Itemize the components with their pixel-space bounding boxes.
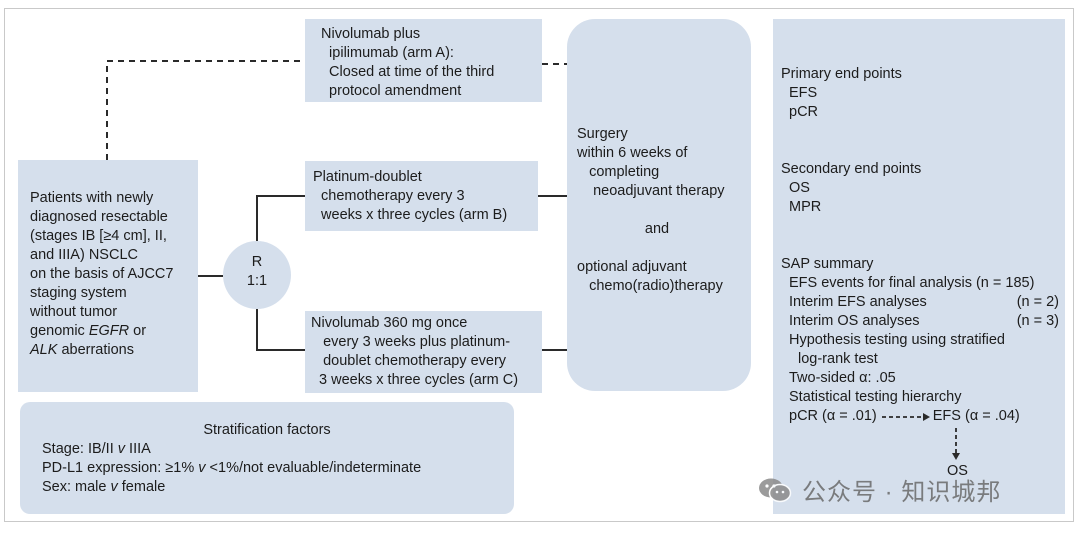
primary-endpoints-title: Primary end points <box>781 66 902 82</box>
arm-b-line: weeks x three cycles (arm B) <box>313 207 508 223</box>
patients-line: without tumor <box>30 304 118 320</box>
dashed-arrow-down-icon <box>952 428 960 460</box>
two-sided-alpha: Two-sided α: .05 <box>789 370 896 386</box>
testing-hierarchy-title: Statistical testing hierarchy <box>789 389 962 405</box>
patients-text: genomic <box>30 323 89 339</box>
patients-line: (stages IB [≥4 cm], II, <box>30 228 167 244</box>
arm-c-line: every 3 weeks plus platinum- <box>311 334 511 350</box>
secondary-endpoint: MPR <box>789 199 822 215</box>
interim-os-label: Interim OS analyses <box>789 313 920 329</box>
surgery-and: and <box>644 221 670 237</box>
watermark: 公众号 · 知识城邦 <box>758 472 1001 507</box>
arm-a-line: Closed at time of the third <box>321 64 495 80</box>
wechat-icon <box>759 478 792 502</box>
hierarchy-row: pCR (α = .01) EFS (α = .04) <box>781 407 1065 426</box>
alk-gene: ALK <box>30 342 58 358</box>
r-to-arm-c-connector <box>256 309 305 351</box>
sap-summary-title: SAP summary <box>781 256 874 272</box>
efs-events: EFS events for final analysis (n = 185) <box>789 275 1035 291</box>
randomization-circle: R 1:1 <box>223 241 291 309</box>
efs-alpha: EFS (α = .04) <box>932 408 1020 424</box>
secondary-endpoint: OS <box>789 180 810 196</box>
patients-line-alk: ALK aberrations <box>30 341 198 360</box>
interim-os-row: Interim OS analyses (n = 3) <box>781 312 1059 331</box>
surgery-line: chemo(radio)therapy <box>577 278 723 294</box>
interim-efs-row: Interim EFS analyses (n = 2) <box>781 293 1059 312</box>
arm-b-line: Platinum-doublet <box>313 169 422 185</box>
watermark-text: 公众号 · 知识城邦 <box>802 479 1002 506</box>
randomization-ratio: 1:1 <box>246 273 268 289</box>
patients-box: Patients with newly diagnosed resectable… <box>18 160 198 392</box>
interim-efs-count: (n = 2) <box>1016 294 1059 310</box>
strat-versus: v <box>117 441 126 457</box>
secondary-endpoints-title: Secondary end points <box>781 161 922 177</box>
patients-text: or <box>129 323 147 339</box>
patients-line: on the basis of AJCC7 <box>30 266 174 282</box>
strat-versus: v <box>110 479 118 495</box>
stratification-box: Stratification factors Stage: IB/II v II… <box>20 402 514 514</box>
interim-efs-label: Interim EFS analyses <box>789 294 927 310</box>
surgery-box: Surgery within 6 weeks of completing neo… <box>567 19 751 391</box>
arm-c-line: Nivolumab 360 mg once <box>311 315 468 331</box>
surgery-line: completing <box>577 164 660 180</box>
endpoints-box: Primary end points EFS pCR Secondary end… <box>773 19 1065 514</box>
patients-line: staging system <box>30 285 127 301</box>
os-endpoint: OS <box>947 463 968 479</box>
arm-b-box: Platinum-doublet chemotherapy every 3 we… <box>305 161 538 231</box>
strat-text: Stage: IB/II <box>42 441 118 457</box>
arm-a-line: Nivolumab plus <box>321 26 421 42</box>
arm-c-line: 3 weeks x three cycles (arm C) <box>311 372 519 388</box>
patients-line: diagnosed resectable <box>30 209 168 225</box>
randomization-label: R <box>251 254 263 270</box>
strat-text: <1%/not evaluable/indeterminate <box>205 460 422 476</box>
strat-versus: v <box>198 460 206 476</box>
arm-b-line: chemotherapy every 3 <box>313 188 465 204</box>
patients-line-egfr: genomic EGFR or <box>30 322 198 341</box>
stratification-pdl1: PD-L1 expression: ≥1% v <1%/not evaluabl… <box>42 459 514 478</box>
surgery-line: within 6 weeks of <box>577 145 688 161</box>
stratification-stage: Stage: IB/II v IIIA <box>42 440 514 459</box>
arm-a-line: ipilimumab (arm A): <box>321 45 454 61</box>
strat-text: IIIA <box>125 441 151 457</box>
figure-frame <box>4 8 1074 522</box>
primary-endpoint: EFS <box>789 85 818 101</box>
stratification-title: Stratification factors <box>203 422 331 438</box>
hypothesis-testing-cont: log-rank test <box>798 351 878 367</box>
surgery-line: Surgery <box>577 126 628 142</box>
arm-a-line: protocol amendment <box>321 83 462 99</box>
strat-text: Sex: male <box>42 479 111 495</box>
pcr-alpha: pCR (α = .01) <box>789 408 877 424</box>
dashed-arrow-right-icon <box>881 412 930 421</box>
arm-a-box: Nivolumab plus ipilimumab (arm A): Close… <box>305 19 542 102</box>
patients-text: aberrations <box>57 342 134 358</box>
r-to-arm-b-connector <box>256 195 305 241</box>
arm-c-box: Nivolumab 360 mg once every 3 weeks plus… <box>305 311 542 393</box>
surgery-line: neoadjuvant therapy <box>577 183 725 199</box>
arm-a-dashed-connector <box>106 60 305 160</box>
hypothesis-testing: Hypothesis testing using stratified <box>789 332 1005 348</box>
surgery-line: optional adjuvant <box>577 259 687 275</box>
primary-endpoint: pCR <box>789 104 819 120</box>
patients-line: and IIIA) NSCLC <box>30 247 138 263</box>
egfr-gene: EGFR <box>88 323 130 339</box>
strat-text: female <box>117 479 166 495</box>
strat-text: PD-L1 expression: ≥1% <box>42 460 199 476</box>
interim-os-count: (n = 3) <box>1016 313 1059 329</box>
stratification-sex: Sex: male v female <box>42 478 514 497</box>
patients-line: Patients with newly <box>30 190 154 206</box>
arm-c-line: doublet chemotherapy every <box>311 353 507 369</box>
